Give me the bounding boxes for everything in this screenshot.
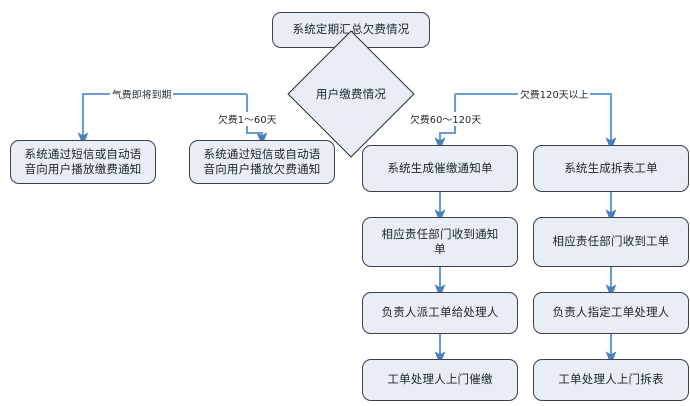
node-c1n1-text: 系统通过短信或自动语 音向用户播放缴费通知 [25, 147, 142, 177]
node-c3n2[interactable]: 相应责任部门收到通知 单 [362, 217, 518, 267]
node-c4n4-label: 工单处理人上门拆表 [558, 372, 664, 387]
node-c3n4-label: 工单处理人上门催缴 [387, 372, 493, 387]
node-decision-label-wrap: 用户缴费情况 [271, 79, 431, 109]
node-c4n2-label: 相应责任部门收到工单 [552, 234, 670, 249]
node-c3n1-label: 系统生成催缴通知单 [387, 160, 493, 175]
node-c1n1[interactable]: 系统通过短信或自动语 音向用户播放缴费通知 [10, 140, 156, 184]
node-c4n3[interactable]: 负责人指定工单处理人 [533, 292, 689, 334]
node-decision-label: 用户缴费情况 [315, 87, 387, 101]
node-c3n3-label: 负责人派工单给处理人 [381, 305, 499, 320]
node-c4n1[interactable]: 系统生成拆表工单 [533, 145, 689, 192]
edge-branch-1 [77, 92, 247, 146]
node-c4n2[interactable]: 相应责任部门收到工单 [533, 217, 689, 267]
edge-label-branch-2: 欠费1～60天 [216, 112, 279, 126]
node-c3n4[interactable]: 工单处理人上门催缴 [362, 359, 518, 401]
node-c2n1-line-1: 系统通过短信或自动语 [203, 146, 321, 161]
node-c4n1-label: 系统生成拆表工单 [564, 160, 658, 175]
node-c3n1[interactable]: 系统生成催缴通知单 [362, 145, 518, 192]
edge-label-branch-1: 气费即将到期 [110, 87, 174, 101]
node-c4n4[interactable]: 工单处理人上门拆表 [533, 359, 689, 401]
node-c3n2-text: 相应责任部门收到通知 单 [382, 227, 499, 257]
node-c4n3-label: 负责人指定工单处理人 [552, 305, 670, 320]
node-c1n1-line-1: 系统通过短信或自动语 [24, 146, 142, 161]
edge-label-branch-4: 欠费120天以上 [518, 87, 591, 101]
edge-branch-4 [455, 92, 617, 151]
node-c2n1-line-2: 音向用户播放欠费通知 [203, 162, 321, 176]
node-c2n1[interactable]: 系统通过短信或自动语 音向用户播放欠费通知 [189, 140, 335, 184]
node-c2n1-text: 系统通过短信或自动语 音向用户播放欠费通知 [204, 147, 321, 177]
node-c1n1-line-2: 音向用户播放缴费通知 [24, 162, 142, 176]
node-c3n2-line-1: 相应责任部门收到通知 [381, 226, 499, 241]
node-c3n3[interactable]: 负责人派工单给处理人 [362, 292, 518, 334]
node-c3n2-line-2: 单 [434, 242, 446, 256]
node-start-label: 系统定期汇总欠费情况 [293, 22, 410, 37]
edge-label-branch-3: 欠费60～120天 [408, 112, 484, 126]
